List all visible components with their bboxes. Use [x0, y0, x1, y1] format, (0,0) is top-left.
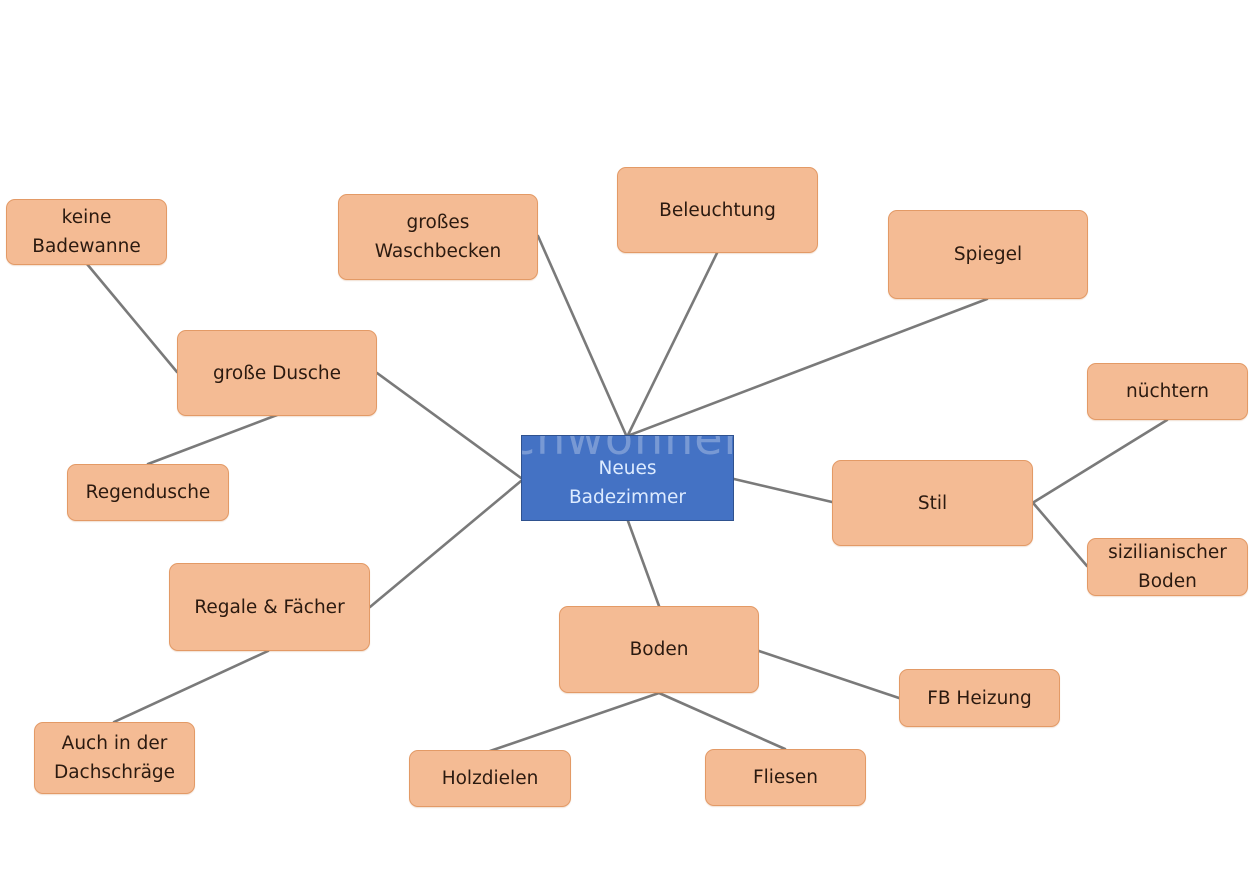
- node-boden[interactable]: Boden: [559, 606, 759, 693]
- node-sizilianischer-boden[interactable]: sizilianischer Boden: [1087, 538, 1248, 596]
- edge-regendusche: [146, 413, 279, 466]
- edge-beleuchtung: [626, 251, 719, 437]
- node-fliesen[interactable]: Fliesen: [705, 749, 866, 806]
- edge-stil: [732, 477, 834, 504]
- edge-spiegel: [628, 297, 989, 437]
- node-nuechtern[interactable]: nüchtern: [1087, 363, 1248, 420]
- edge-dachschraege: [112, 649, 270, 724]
- edge-keine-badewanne: [85, 262, 179, 374]
- node-label: FB Heizung: [927, 687, 1032, 709]
- node-grosses-waschbecken[interactable]: großes Waschbecken: [338, 194, 538, 280]
- edge-fliesen: [657, 691, 787, 751]
- node-holzdielen[interactable]: Holzdielen: [409, 750, 571, 807]
- node-label: keine Badewanne: [32, 207, 141, 257]
- node-label: Regale & Fächer: [194, 596, 345, 618]
- node-label: Spiegel: [953, 244, 1023, 265]
- node-label: großes Waschbecken: [374, 212, 502, 262]
- node-label: Regendusche: [85, 482, 211, 503]
- node-label: Fliesen: [752, 767, 819, 788]
- edge-sizilianischer-boden: [1032, 502, 1089, 568]
- edge-holzdielen: [488, 691, 661, 753]
- node-beleuchtung[interactable]: Beleuchtung: [617, 167, 818, 253]
- node-label: Holzdielen: [441, 768, 539, 789]
- node-fb-heizung[interactable]: FB Heizung: [899, 669, 1060, 727]
- node-spiegel[interactable]: Spiegel: [888, 210, 1088, 299]
- edge-boden: [626, 519, 661, 608]
- edge-grosses-waschbecken: [536, 234, 628, 437]
- node-regendusche[interactable]: Regendusche: [67, 464, 229, 521]
- node-regale-faecher[interactable]: Regale & Fächer: [169, 563, 370, 651]
- node-label: große Dusche: [212, 362, 342, 384]
- node-keine-badewanne[interactable]: keine Badewanne: [6, 199, 167, 265]
- node-label: Auch in der Dachschräge: [53, 733, 176, 783]
- node-label: Stil: [917, 492, 948, 514]
- node-label: nüchtern: [1126, 381, 1209, 402]
- edge-fb-heizung: [757, 649, 901, 700]
- watermark-text: ichwohnen: [522, 435, 733, 465]
- edge-grosse-dusche: [375, 371, 523, 480]
- node-dachschraege[interactable]: Auch in der Dachschräge: [34, 722, 195, 794]
- root-node-label: Neues Badezimmer: [568, 458, 687, 508]
- node-label: sizilianischer Boden: [1108, 542, 1227, 592]
- node-grosse-dusche[interactable]: große Dusche: [177, 330, 377, 416]
- root-node-neues-badezimmer[interactable]: ichwohnen Neues Badezimmer: [521, 435, 734, 521]
- edge-nuechtern: [1032, 418, 1169, 504]
- node-label: Boden: [629, 639, 689, 660]
- node-label: Beleuchtung: [659, 199, 776, 221]
- node-stil[interactable]: Stil: [832, 460, 1033, 546]
- edge-regale-faecher: [368, 479, 523, 609]
